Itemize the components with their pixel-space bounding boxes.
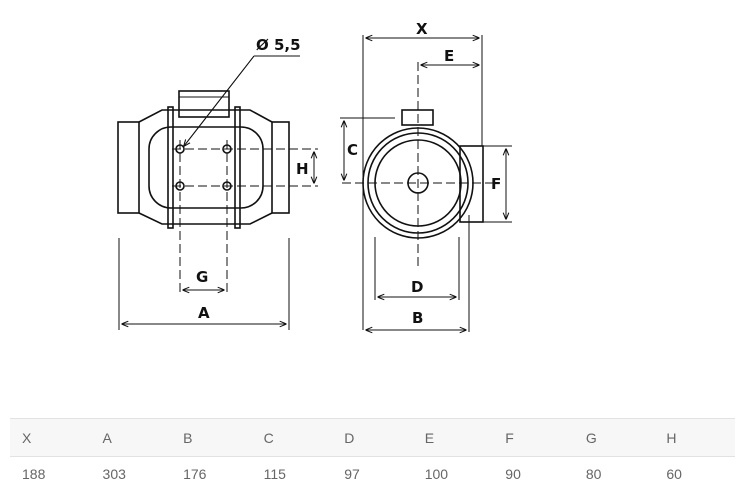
mounting-holes <box>175 144 232 191</box>
col-header: B <box>171 418 252 457</box>
hole-diameter-label: Ø 5,5 <box>256 36 301 54</box>
table-cell: 176 <box>183 466 207 482</box>
col-header: E <box>412 418 494 457</box>
side-view: Ø 5,5 H G A <box>117 36 318 330</box>
table-cell: 115 <box>263 466 286 482</box>
table-header-row: X A B C D E F G H <box>10 418 735 457</box>
dim-label-g: G <box>196 268 208 286</box>
fan-dimension-drawing: Ø 5,5 H G A X E C F D B <box>117 20 512 360</box>
table-cell: 100 <box>424 466 449 482</box>
col-header: C <box>251 418 333 457</box>
dim-label-c: C <box>347 141 358 159</box>
front-view: X E C F D B <box>340 20 512 332</box>
table-cell: 80 <box>585 466 602 482</box>
table-cell: 60 <box>666 466 682 482</box>
col-header: G <box>573 418 655 457</box>
dim-label-d: D <box>411 278 423 296</box>
table-cell: 188 <box>22 466 46 482</box>
table-row: 188 303 176 115 97 100 90 80 60 <box>10 457 735 492</box>
dim-label-b: B <box>412 309 423 327</box>
dim-label-h: H <box>296 160 309 178</box>
dim-label-f: F <box>491 175 501 193</box>
col-header: H <box>654 418 735 457</box>
dim-label-x: X <box>416 20 428 38</box>
col-header: D <box>332 418 413 457</box>
dimensions-table: X A B C D E F G H 188 303 176 115 97 100… <box>10 418 735 491</box>
col-header: A <box>90 418 172 457</box>
col-header: X <box>10 418 91 457</box>
table-cell: 303 <box>102 466 126 482</box>
table-cell: 97 <box>344 466 360 482</box>
col-header: F <box>493 418 574 457</box>
dim-label-a: A <box>198 304 210 322</box>
dim-label-e: E <box>444 47 454 65</box>
table-cell: 90 <box>505 466 521 482</box>
